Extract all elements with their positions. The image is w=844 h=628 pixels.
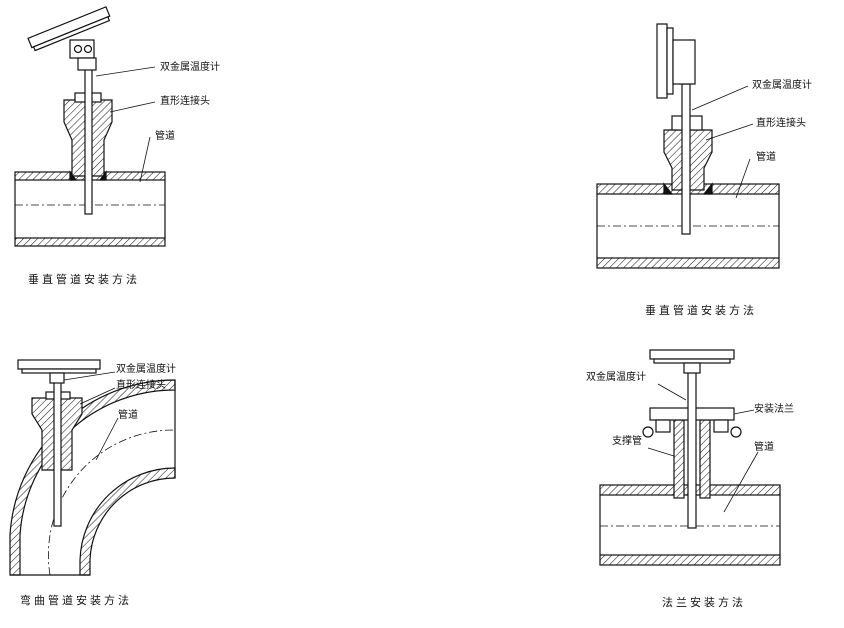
pipe-bottom-wall	[596, 257, 780, 269]
label-bimetal-thermometer: 双金属温度计	[586, 372, 646, 383]
label-support-tube: 支撑管	[612, 436, 642, 447]
label-pipe: 管道	[155, 131, 175, 142]
caption-vertical-pipe-1: 垂直管道安装方法	[28, 273, 140, 286]
pipe-bottom-wall	[14, 237, 166, 247]
label-pipe: 管道	[756, 152, 776, 163]
label-bimetal-thermometer: 双金属温度计	[752, 80, 812, 91]
label-mounting-flange: 安装法兰	[754, 404, 794, 415]
label-bimetal-thermometer: 双金属温度计	[116, 364, 176, 375]
caption-flange-mounting: 法兰安装方法	[662, 596, 746, 609]
elbow-inner-wall	[79, 467, 176, 576]
label-straight-connector: 直形连接头	[160, 96, 210, 107]
support-tube	[673, 419, 685, 499]
pipe-bottom-wall	[599, 554, 781, 566]
thermometer-stem	[681, 83, 691, 235]
thermometer-stem	[687, 363, 697, 529]
caption-bent-pipe: 弯曲管道安装方法	[20, 594, 132, 607]
label-pipe: 管道	[754, 442, 774, 453]
thermometer-dial	[17, 359, 101, 370]
diagram-bent-pipe	[9, 359, 176, 576]
thermometer-stem	[53, 375, 62, 527]
label-bimetal-thermometer: 双金属温度计	[160, 62, 220, 73]
thermometer-dial	[656, 23, 668, 99]
label-straight-connector: 直形连接头	[756, 118, 806, 129]
label-pipe: 管道	[118, 410, 138, 421]
thermometer-dial	[649, 349, 735, 360]
diagram-vertical-pipe-2	[596, 23, 780, 269]
diagram-flange-mounting	[599, 349, 781, 566]
thermometer-dial	[27, 6, 111, 49]
label-straight-connector: 直形连接头	[116, 380, 166, 391]
thermometer-stem	[84, 61, 93, 215]
caption-vertical-pipe-2: 垂直管道安装方法	[645, 304, 757, 317]
diagram-vertical-pipe-1	[14, 6, 166, 247]
